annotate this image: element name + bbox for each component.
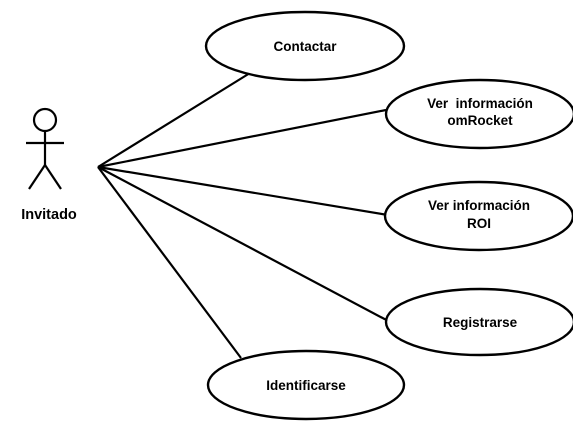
use-case-ellipse	[384, 78, 573, 150]
actor-left-leg	[28, 164, 46, 190]
use-case-ellipse	[384, 287, 573, 357]
associations	[97, 72, 393, 359]
use-case-ver-info-omrocket: Ver información omRocket	[384, 78, 573, 150]
use-case-label-line-1: Ver información	[427, 96, 533, 111]
actor-head-icon	[32, 107, 58, 133]
association-contactar	[97, 72, 251, 168]
use-case-contactar: Contactar	[204, 10, 406, 82]
use-case-registrarse: Registrarse	[384, 287, 573, 357]
use-case-label-line-2: ROI	[467, 216, 491, 231]
use-case-label-line-2: omRocket	[447, 113, 513, 128]
use-case-ver-info-roi: Ver información ROI	[383, 180, 573, 252]
use-case-ellipse	[206, 349, 406, 421]
use-case-label: Contactar	[273, 39, 337, 54]
use-case-identificarse: Identificarse	[206, 349, 406, 421]
use-case-label-line-1: Ver información	[428, 198, 530, 213]
actor	[26, 107, 64, 190]
actor-right-leg	[44, 164, 62, 190]
association-ver-info-roi	[97, 165, 389, 217]
use-case-ellipse	[204, 10, 406, 82]
association-identificarse	[97, 166, 242, 359]
association-registrarse	[97, 166, 393, 324]
actor-label: Invitado	[21, 207, 77, 223]
association-ver-info-omrocket	[97, 108, 387, 169]
use-case-label: Registrarse	[443, 315, 518, 330]
use-case-label: Identificarse	[266, 378, 346, 393]
use-case-ellipse	[383, 180, 573, 252]
